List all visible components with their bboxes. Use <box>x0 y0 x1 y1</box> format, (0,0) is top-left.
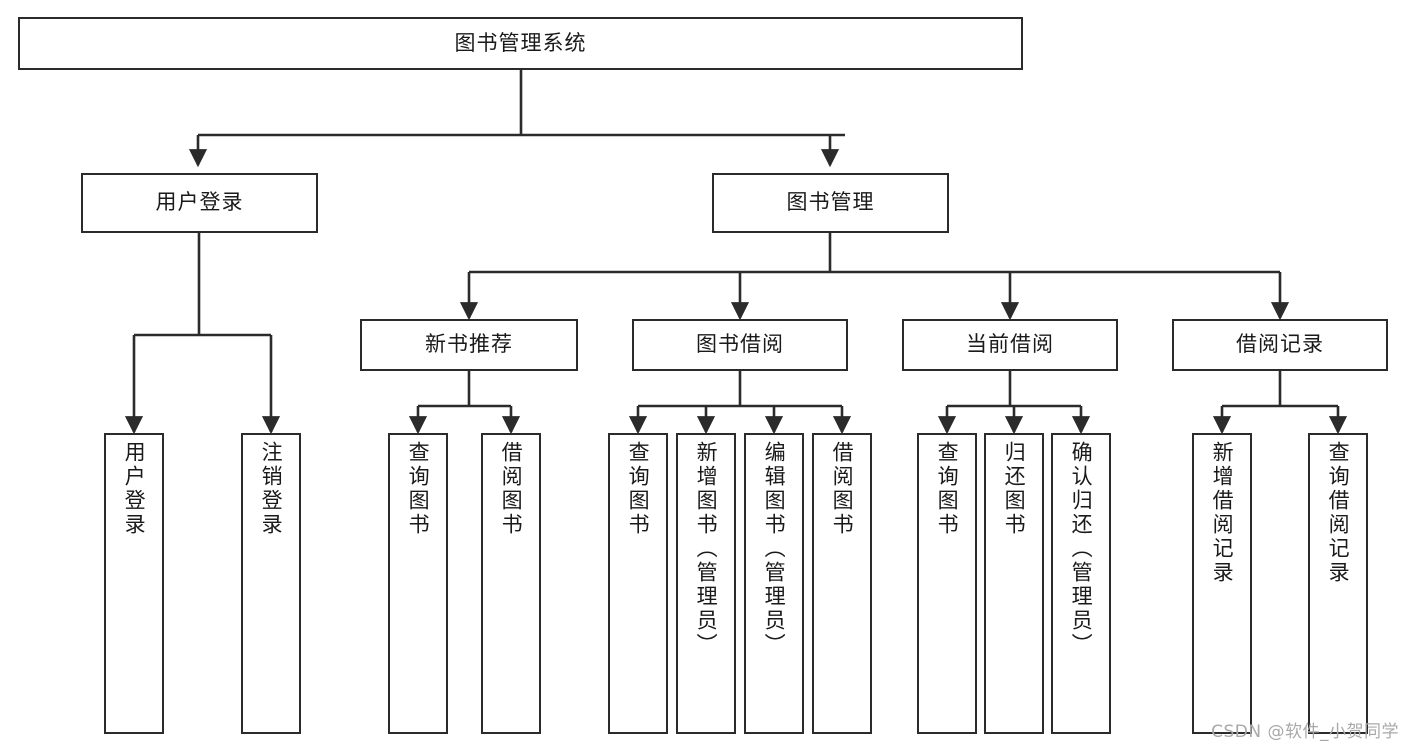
node-label: 当前借阅 <box>966 332 1054 357</box>
node-label: 注销登录 <box>259 441 284 537</box>
node-book-borrow[interactable]: 图书借阅 <box>632 319 848 371</box>
leaf-add-book-admin[interactable]: 新增图书（管理员） <box>676 433 736 734</box>
node-new-book-recommend[interactable]: 新书推荐 <box>360 319 578 371</box>
node-label: 借阅图书 <box>499 441 524 537</box>
csdn-watermark: CSDN @软件_小贺同学 <box>1211 722 1399 742</box>
leaf-query-borrow-record[interactable]: 查询借阅记录 <box>1308 433 1368 734</box>
node-user-login[interactable]: 用户登录 <box>81 173 318 233</box>
node-book-management[interactable]: 图书管理 <box>712 173 949 233</box>
edge-bookborrow-to-leaves <box>628 371 852 435</box>
node-label: 图书借阅 <box>696 332 784 357</box>
node-label: 归还图书 <box>1002 441 1027 537</box>
leaf-user-login[interactable]: 用户登录 <box>104 433 164 734</box>
node-label: 查询图书 <box>935 441 960 537</box>
leaf-query-book-recommend[interactable]: 查询图书 <box>388 433 448 734</box>
node-root-book-management-system[interactable]: 图书管理系统 <box>18 17 1023 70</box>
node-label: 借阅图书 <box>830 441 855 537</box>
node-label: 图书管理系统 <box>454 30 587 55</box>
leaf-logout[interactable]: 注销登录 <box>241 433 301 734</box>
node-label: 查询图书 <box>406 441 431 537</box>
node-label: 新增借阅记录 <box>1210 441 1235 585</box>
node-label: 新书推荐 <box>425 332 513 357</box>
edge-newbook-to-leaves <box>408 371 521 435</box>
edge-bookmgmt-to-level3 <box>459 233 1290 321</box>
edge-currentborrow-to-leaves <box>937 371 1091 435</box>
leaf-query-book-current[interactable]: 查询图书 <box>917 433 977 734</box>
node-label: 查询借阅记录 <box>1326 441 1351 585</box>
leaf-add-borrow-record[interactable]: 新增借阅记录 <box>1192 433 1252 734</box>
edge-userlogin-to-leaves <box>124 233 281 435</box>
leaf-borrow-book[interactable]: 借阅图书 <box>812 433 872 734</box>
edge-root-to-level2 <box>188 70 845 168</box>
edge-borrowrecord-to-leaves <box>1212 371 1348 435</box>
node-borrow-record[interactable]: 借阅记录 <box>1172 319 1388 371</box>
node-label: 新增图书（管理员） <box>694 441 719 657</box>
leaf-query-book-borrow[interactable]: 查询图书 <box>608 433 668 734</box>
node-current-borrow[interactable]: 当前借阅 <box>902 319 1118 371</box>
leaf-confirm-return-admin[interactable]: 确认归还（管理员） <box>1051 433 1111 734</box>
node-label: 编辑图书（管理员） <box>762 441 787 657</box>
node-label: 用户登录 <box>155 190 244 215</box>
leaf-borrow-book-recommend[interactable]: 借阅图书 <box>481 433 541 734</box>
node-label: 用户登录 <box>122 441 147 537</box>
node-label: 查询图书 <box>626 441 651 537</box>
node-label: 图书管理 <box>786 190 875 215</box>
node-label: 确认归还（管理员） <box>1069 441 1094 657</box>
leaf-edit-book-admin[interactable]: 编辑图书（管理员） <box>744 433 804 734</box>
node-label: 借阅记录 <box>1236 332 1324 357</box>
leaf-return-book[interactable]: 归还图书 <box>984 433 1044 734</box>
